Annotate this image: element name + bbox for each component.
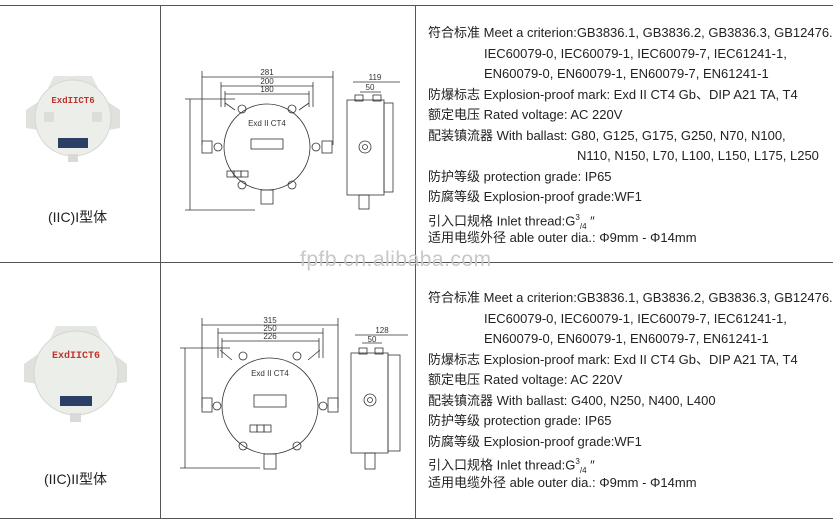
spec-criterion: 符合标准 Meet a criterion:GB3836.1, GB3836.2… xyxy=(428,290,833,305)
svg-text:200: 200 xyxy=(260,77,274,86)
spec-ballast-cont: N110, N150, L70, L100, L150, L175, L250 xyxy=(577,148,819,163)
spec-ballast: 配装镇流器 With ballast: G80, G125, G175, G25… xyxy=(428,127,786,143)
product-photo-type-1: ExdIICT6 xyxy=(26,76,120,162)
inch-mark: ″ xyxy=(586,212,595,228)
spec-inlet: 引入口规格 Inlet thread:G3/4 ″ xyxy=(428,208,833,231)
row-divider xyxy=(0,262,833,263)
spec-cable: 适用电缆外径 able outer dia.: Φ9mm - Φ14mm xyxy=(428,474,697,490)
spec-voltage: 额定电压 Rated voltage: AC 220V xyxy=(428,372,623,387)
spec-explosion-mark: 防爆标志 Explosion-proof mark: Exd II CT4 Gb… xyxy=(428,86,798,102)
svg-text:Exd II CT4: Exd II CT4 xyxy=(251,369,289,378)
dimension-drawing-type-1: 281 200 180 Exd II CT4 119 50 xyxy=(185,68,400,211)
watermark: fpfb.cn.alibaba.com xyxy=(300,248,492,271)
svg-text:ExdIICT6: ExdIICT6 xyxy=(51,96,94,106)
fraction-den: /4 xyxy=(579,221,587,231)
spec-criterion: 符合标准 Meet a criterion:GB3836.1, GB3836.2… xyxy=(428,25,833,40)
product-caption: (IIC)I型体 xyxy=(48,209,108,225)
svg-text:50: 50 xyxy=(366,83,375,92)
table-top-border xyxy=(0,5,833,6)
spec-voltage: 额定电压 Rated voltage: AC 220V xyxy=(428,107,623,122)
svg-text:315: 315 xyxy=(263,316,277,325)
spec-ballast: 配装镇流器 With ballast: G400, N250, N400, L4… xyxy=(428,392,716,408)
fraction-num: 3 xyxy=(575,457,580,466)
svg-text:281: 281 xyxy=(260,68,274,77)
spec-inlet: 引入口规格 Inlet thread:G3/4 ″ xyxy=(428,451,833,475)
spec-protection: 防护等级 protection grade: IP65 xyxy=(428,168,612,184)
svg-text:128: 128 xyxy=(375,326,389,335)
svg-text:Exd II CT4: Exd II CT4 xyxy=(248,119,286,128)
inch-mark: ″ xyxy=(586,457,595,473)
spec-criterion-cont: IEC60079-0, IEC60079-1, IEC60079-7, IEC6… xyxy=(484,310,787,326)
spec-criterion-cont: EN60079-0, EN60079-1, EN60079-7, EN61241… xyxy=(484,66,769,81)
svg-text:50: 50 xyxy=(368,335,377,344)
product-caption: (IIC)II型体 xyxy=(44,471,107,487)
spec-anticorrosion: 防腐等级 Explosion-proof grade:WF1 xyxy=(428,189,642,204)
spec-criterion-cont: IEC60079-0, IEC60079-1, IEC60079-7, IEC6… xyxy=(484,45,787,61)
svg-text:119: 119 xyxy=(369,73,382,82)
spec-explosion-mark: 防爆标志 Explosion-proof mark: Exd II CT4 Gb… xyxy=(428,351,798,367)
spec-protection: 防护等级 protection grade: IP65 xyxy=(428,413,612,428)
spec-list-type-1: 符合标准 Meet a criterion:GB3836.1, GB3836.2… xyxy=(428,23,833,249)
svg-text:226: 226 xyxy=(263,332,277,341)
svg-text:180: 180 xyxy=(260,85,274,94)
product-photo-type-2: ExdIICT6 xyxy=(24,326,127,422)
fraction-num: 3 xyxy=(575,212,580,222)
spec-criterion-cont: EN60079-0, EN60079-1, EN60079-7, EN61241… xyxy=(484,331,769,346)
column-divider xyxy=(415,5,416,518)
spec-anticorrosion: 防腐等级 Explosion-proof grade:WF1 xyxy=(428,433,642,449)
spec-cable: 适用电缆外径 able outer dia.: Φ9mm - Φ14mm xyxy=(428,230,697,245)
column-divider xyxy=(160,5,161,518)
dimension-drawing-type-2: 315 250 226 Exd II CT4 128 50 xyxy=(180,316,408,470)
table-bottom-border xyxy=(0,518,833,519)
spec-inlet-text: 引入口规格 Inlet thread:G xyxy=(428,457,576,473)
spec-list-type-2: 符合标准 Meet a criterion:GB3836.1, GB3836.2… xyxy=(428,287,833,492)
spec-inlet-text: 引入口规格 Inlet thread:G xyxy=(428,212,576,228)
svg-text:250: 250 xyxy=(263,324,277,333)
fraction-den: /4 xyxy=(579,465,587,475)
svg-text:ExdIICT6: ExdIICT6 xyxy=(52,350,100,362)
